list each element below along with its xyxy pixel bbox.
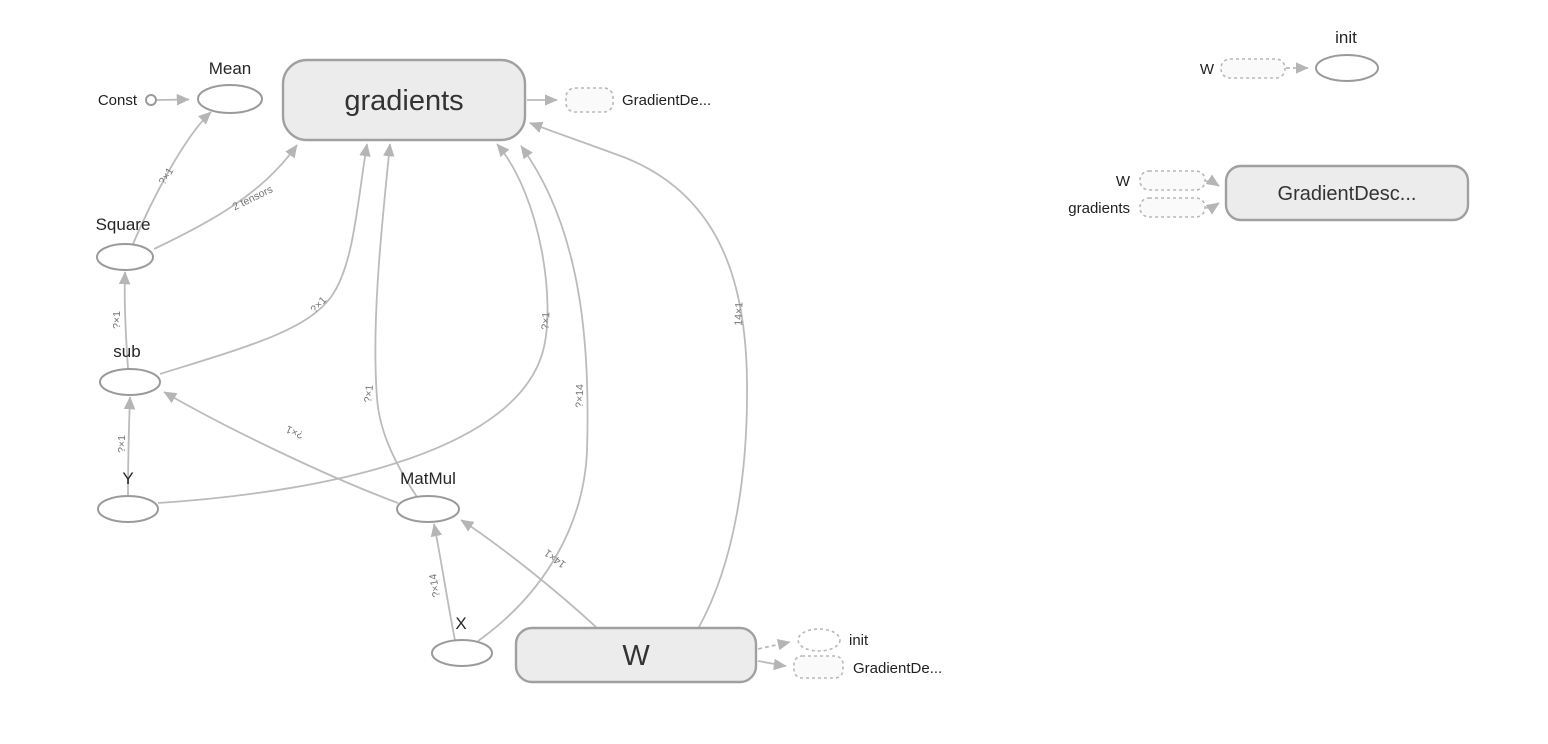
edge-const-to-mean xyxy=(156,93,190,106)
sub-ellipse[interactable] xyxy=(99,368,161,396)
edges xyxy=(118,62,1309,671)
w-label: W xyxy=(622,640,650,672)
mean-ellipse[interactable] xyxy=(197,84,263,114)
matmul-label: MatMul xyxy=(400,469,456,488)
node-w[interactable]: W xyxy=(514,626,758,684)
edge-matmul-to-gradients xyxy=(374,143,418,498)
aux-gd-input-w-label: W xyxy=(1116,173,1131,190)
gradients-rect[interactable] xyxy=(281,58,527,142)
edge-label-x-to-gradients: ?×14 xyxy=(574,384,586,408)
aux-gd-input-w-stub[interactable] xyxy=(1139,170,1206,191)
node-y[interactable]: Y xyxy=(97,469,159,523)
w-init-stub[interactable]: init xyxy=(797,628,869,652)
const-label: Const xyxy=(98,92,138,109)
sub-label: sub xyxy=(113,342,140,361)
edge-label-matmul-to-gradients: ?×1 xyxy=(362,384,376,403)
node-const[interactable]: Const xyxy=(98,92,157,109)
square-ellipse[interactable] xyxy=(96,243,154,271)
edge-label-square-to-gradients: 2 tensors xyxy=(231,183,275,213)
aux-node-init[interactable]: init W xyxy=(1200,28,1379,82)
square-label: Square xyxy=(96,215,151,234)
node-x[interactable]: X xyxy=(431,614,493,667)
node-mean[interactable]: Mean xyxy=(197,59,263,114)
w-output-stub-label: GradientDe... xyxy=(853,660,942,677)
mean-label: Mean xyxy=(209,59,252,78)
aux-init-input-stub[interactable] xyxy=(1220,58,1286,79)
edge-square-to-gradients xyxy=(153,144,298,250)
aux-gd-input-gradients-label: gradients xyxy=(1068,200,1130,217)
edge-sub-to-gradients xyxy=(159,143,371,375)
aux-gradient-descent-title: GradientDesc... xyxy=(1278,183,1417,205)
edge-label-square-to-mean: ?×1 xyxy=(157,165,177,187)
aux-init-title: init xyxy=(1335,28,1357,47)
w-output-stub[interactable]: GradientDe... xyxy=(793,655,942,679)
edge-w-to-matmul xyxy=(460,519,597,628)
edge-y-to-gradients xyxy=(157,143,549,504)
aux-gradient-descent-rect[interactable] xyxy=(1224,164,1470,222)
gradients-output-stub[interactable]: GradientDe... xyxy=(565,87,711,113)
y-label: Y xyxy=(122,469,133,488)
gradients-label: gradients xyxy=(344,85,463,117)
edge-w-to-gradients xyxy=(529,121,748,628)
edge-y-to-sub xyxy=(123,396,136,496)
edge-label-w-to-matmul: 14×1 xyxy=(542,546,568,570)
y-ellipse[interactable] xyxy=(97,495,159,523)
edge-x-to-matmul xyxy=(430,523,456,641)
edge-w-to-init-stub xyxy=(757,639,791,651)
edge-label-sub-to-square: ?×1 xyxy=(111,311,123,329)
w-rect[interactable] xyxy=(514,626,758,684)
edge-label-w-to-gradients: 14×1 xyxy=(733,302,746,326)
w-init-stub-ellipse[interactable] xyxy=(797,628,841,652)
node-sub[interactable]: sub xyxy=(99,342,161,396)
edge-x-to-gradients xyxy=(477,145,589,642)
gradients-output-stub-label: GradientDe... xyxy=(622,92,711,109)
edge-square-to-mean xyxy=(132,111,212,245)
edge-aux-gradients-to-gradientdescent xyxy=(1205,202,1220,215)
edge-label-x-to-matmul: ?×14 xyxy=(427,573,443,599)
edge-aux-w-to-gradientdescent xyxy=(1205,174,1220,187)
w-output-stub-rect[interactable] xyxy=(793,655,844,679)
matmul-ellipse[interactable] xyxy=(396,495,460,523)
edge-label-matmul-to-sub: ?×1 xyxy=(284,423,305,441)
gradients-output-stub-rect[interactable] xyxy=(565,87,614,113)
aux-init-input-label: W xyxy=(1200,61,1215,78)
edge-sub-to-square xyxy=(118,271,131,369)
node-matmul[interactable]: MatMul xyxy=(396,469,460,523)
node-gradients[interactable]: gradients xyxy=(281,58,527,142)
edge-matmul-to-sub xyxy=(163,391,399,504)
aux-init-ellipse[interactable] xyxy=(1315,54,1379,82)
edge-label-y-to-gradients: ?×1 xyxy=(540,311,553,330)
aux-gd-input-gradients-stub[interactable] xyxy=(1139,197,1206,218)
edge-w-to-gradientdescent-stub xyxy=(757,658,787,671)
x-label: X xyxy=(455,614,466,633)
w-init-stub-label: init xyxy=(849,632,869,649)
edge-label-sub-to-gradients: ?×1 xyxy=(308,294,329,315)
aux-node-gradient-descent[interactable]: GradientDesc... W gradients xyxy=(1068,164,1470,222)
edge-labels: ?×1 2 tensors ?×1 ?×1 ?×1 ?×1 ?×1 ?×1 ?×… xyxy=(111,165,745,598)
edge-label-y-to-sub: ?×1 xyxy=(116,435,128,453)
const-circle[interactable] xyxy=(145,94,157,106)
x-ellipse[interactable] xyxy=(431,639,493,667)
node-square[interactable]: Square xyxy=(96,215,154,271)
